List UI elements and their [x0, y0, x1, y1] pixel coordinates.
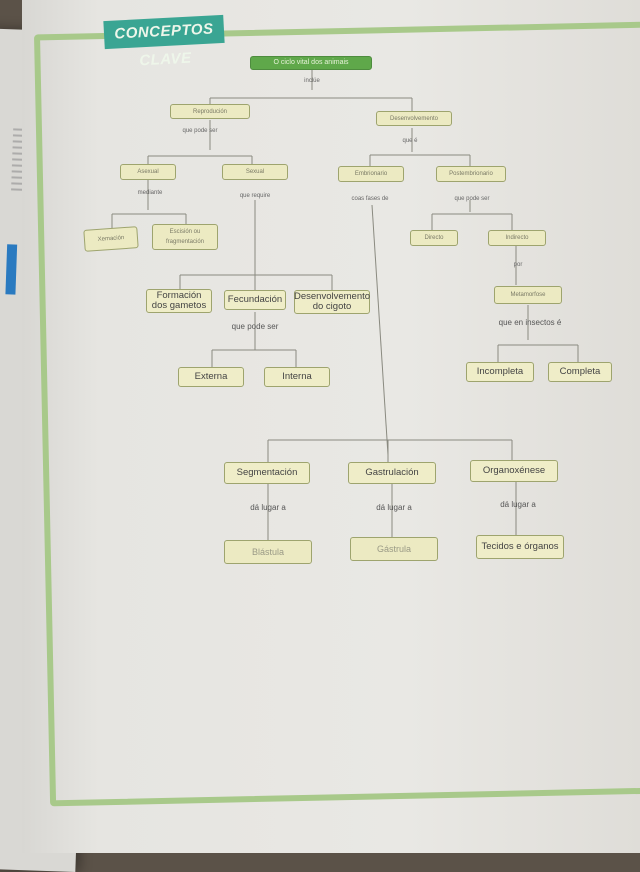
node-externa: Externa [178, 367, 244, 387]
node-escision: Escisión ou fragmentación [152, 224, 218, 250]
node-organoxenese: Organoxénese [470, 460, 558, 482]
node-directo: Directo [410, 230, 458, 246]
link-que-require: que require [239, 193, 271, 199]
node-completa: Completa [548, 362, 612, 382]
link-que-en-insectos: que en insectos é [498, 318, 562, 327]
link-da-lugar-3: dá lugar a [500, 500, 536, 509]
node-desenvolvemento-cigoto: Desenvolvemento do cigoto [293, 290, 371, 314]
node-tecidos-organos: Tecidos e órganos [476, 535, 564, 559]
node-sexual: Sexual [222, 164, 288, 180]
link-que-e: que é [402, 138, 418, 144]
link-root: inclúe [304, 78, 320, 84]
node-gastrula: Gástrula [350, 537, 438, 561]
node-fecundacion: Fecundación [224, 290, 286, 310]
link-que-pode-ser-3: que pode ser [231, 322, 279, 331]
node-xemacion: Xemación [83, 226, 139, 252]
node-incompleta: Incompleta [466, 362, 534, 382]
link-mediante: mediante [137, 190, 163, 196]
node-gastrulacion: Gastrulación [348, 462, 436, 484]
node-embrionario: Embrionario [338, 166, 404, 182]
link-por: por [513, 262, 523, 268]
node-metamorfose: Metamorfose [494, 286, 562, 304]
node-indirecto: Indirecto [488, 230, 546, 246]
node-interna: Interna [264, 367, 330, 387]
node-formacion-gametos: Formación dos gametos [146, 289, 212, 313]
node-asexual: Asexual [120, 164, 176, 180]
node-segmentacion: Segmentación [224, 462, 310, 484]
link-da-lugar-1: dá lugar a [250, 503, 286, 512]
link-que-pode-ser-2: que pode ser [454, 196, 490, 202]
node-postembrionario: Postembrionario [436, 166, 506, 182]
node-root: O ciclo vital dos animais [250, 56, 372, 70]
connector-lines [111, 70, 579, 540]
link-coas-fases-de: coas fases de [351, 196, 389, 202]
book-page [22, 0, 640, 853]
link-da-lugar-2: dá lugar a [376, 503, 412, 512]
node-reproducion: Reprodución [170, 104, 250, 119]
node-blastula: Blástula [224, 540, 312, 564]
link-que-pode-ser-1: que pode ser [182, 128, 218, 134]
node-desenvolvemento: Desenvolvemento [376, 111, 452, 126]
